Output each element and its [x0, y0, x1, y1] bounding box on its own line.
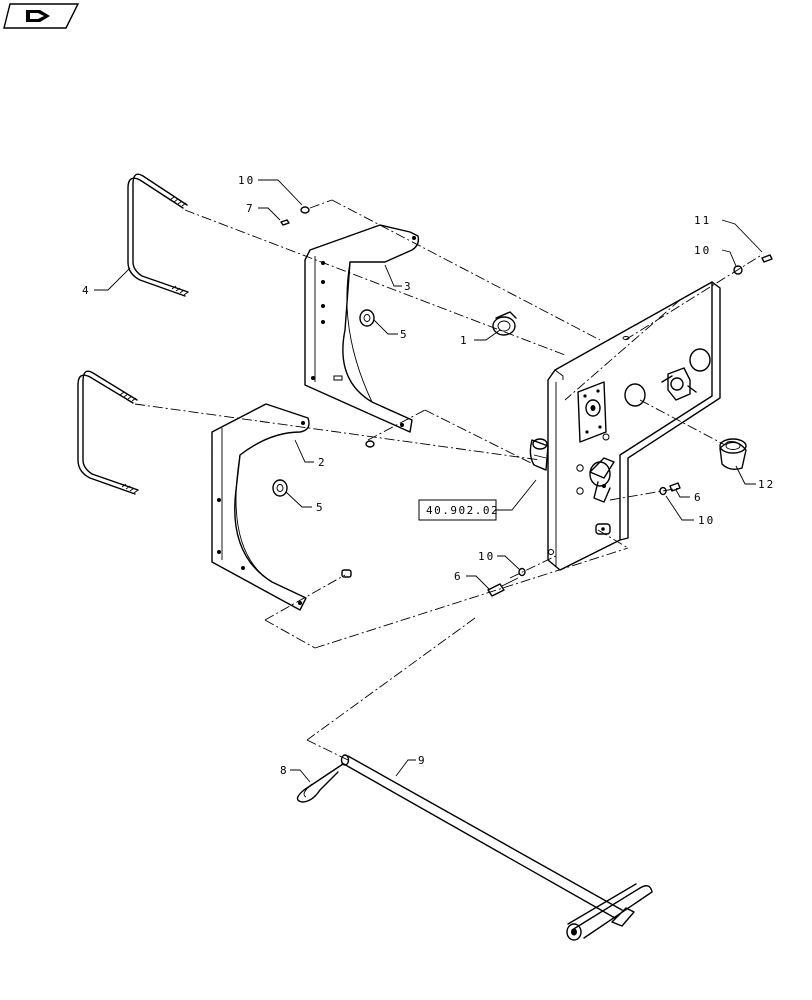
- callout-8[interactable]: 8: [280, 764, 289, 777]
- clamp: [492, 311, 517, 336]
- plug: [719, 438, 747, 471]
- callout-12[interactable]: 12: [758, 478, 775, 491]
- callout-6-bottom[interactable]: 6: [454, 570, 463, 583]
- callout-10-right[interactable]: 10: [698, 514, 715, 527]
- nut-upper: [359, 309, 375, 327]
- hairpin-clip: [296, 763, 344, 803]
- bracket-fasteners: [341, 440, 375, 578]
- callout-1[interactable]: 1: [460, 334, 469, 347]
- callout-3[interactable]: 3: [404, 280, 413, 293]
- u-bolt-lower: [77, 370, 139, 495]
- nav-button[interactable]: [3, 3, 80, 29]
- section-reference-link[interactable]: 40.902.02: [418, 499, 499, 521]
- assembly-lines: [134, 199, 761, 761]
- u-bolt-upper: [127, 173, 189, 297]
- right-hardware: [659, 482, 681, 496]
- mounting-plate: [547, 281, 721, 571]
- elbow-fitting: [529, 438, 549, 471]
- bracket-upper: [304, 224, 420, 433]
- callout-10-right-top[interactable]: 10: [694, 244, 711, 257]
- top-small-hardware: [280, 206, 773, 275]
- callout-7[interactable]: 7: [246, 202, 255, 215]
- bottom-hardware: [487, 567, 526, 597]
- section-reference-text: 40.902.02: [426, 504, 499, 517]
- callout-labels: 4 10 7 3 5 1 2 5 11 10 12 6 10 10 6 8 9: [82, 174, 775, 777]
- nut-lower: [272, 479, 288, 497]
- callout-5-lower[interactable]: 5: [316, 501, 325, 514]
- leader-lines: [94, 179, 763, 783]
- callout-10-bottom[interactable]: 10: [478, 550, 495, 563]
- callout-11[interactable]: 11: [694, 214, 711, 227]
- callout-10-top[interactable]: 10: [238, 174, 255, 187]
- callout-5-upper[interactable]: 5: [400, 328, 409, 341]
- callout-6-right[interactable]: 6: [694, 491, 703, 504]
- callout-2[interactable]: 2: [318, 456, 327, 469]
- bracket-lower: [211, 403, 310, 611]
- book-arrow-icon: [26, 10, 50, 22]
- callout-9[interactable]: 9: [418, 754, 427, 767]
- callout-4[interactable]: 4: [82, 284, 91, 297]
- t-handle-rod: [340, 754, 653, 941]
